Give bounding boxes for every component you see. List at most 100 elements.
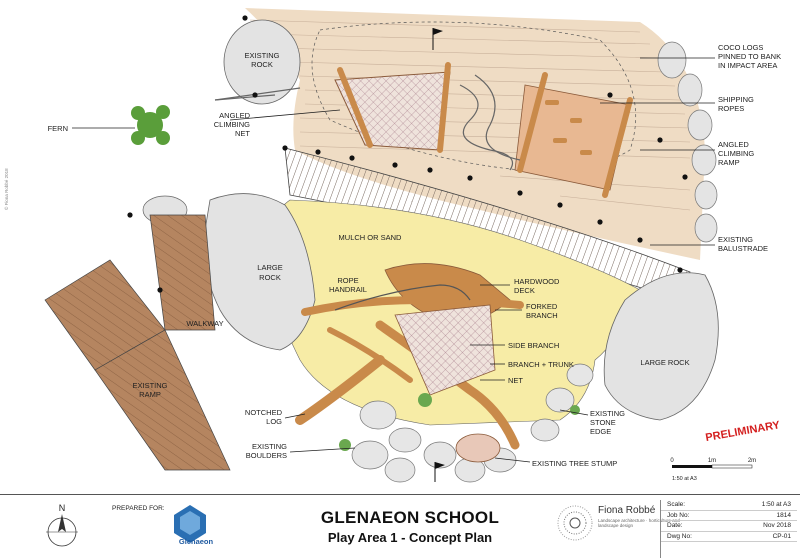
forked-branch (301, 295, 524, 316)
svg-text:EXISTING: EXISTING (590, 409, 625, 418)
meta-date: Date:Nov 2018 (661, 521, 797, 532)
svg-text:DECK: DECK (514, 286, 535, 295)
label-existing-rock-1: EXISTING (244, 51, 279, 60)
glenaeon-logo-icon (174, 505, 206, 543)
meta-dwg-no: Dwg No:CP-01 (661, 532, 797, 542)
meta-scale: Scale:1:50 at A3 (661, 500, 797, 511)
svg-text:BALUSTRADE: BALUSTRADE (718, 244, 768, 253)
side-branch (327, 327, 413, 383)
flag-top (432, 28, 443, 50)
school-name: GLENAEON SCHOOL (320, 508, 500, 527)
label-large-rock-left-2: ROCK (259, 273, 281, 282)
label-hardwood-deck: HARDWOOD DECK (480, 277, 560, 295)
svg-text:N: N (59, 503, 66, 513)
label-net: NET (480, 376, 523, 385)
flag-bottom (434, 462, 445, 482)
svg-text:0: 0 (670, 458, 674, 464)
notched-log (295, 355, 385, 425)
label-existing-boulders: EXISTING BOULDERS (246, 442, 356, 460)
branch-trunk (375, 320, 520, 450)
svg-text:CLIMBING: CLIMBING (214, 120, 250, 129)
label-existing-ramp-2: RAMP (139, 390, 161, 399)
designer-tagline: Landscape architecture · horticulture an… (598, 518, 680, 528)
svg-text:2m: 2m (748, 458, 756, 464)
preliminary-stamp: PRELIMINARY (705, 419, 782, 444)
svg-text:ANGLED: ANGLED (219, 111, 250, 120)
svg-text:ROPES: ROPES (718, 104, 744, 113)
svg-text:NOTCHED: NOTCHED (245, 408, 283, 417)
angled-climbing-ramp (514, 84, 631, 191)
svg-text:EXISTING: EXISTING (718, 235, 753, 244)
svg-text:HARDWOOD: HARDWOOD (514, 277, 560, 286)
svg-text:EXISTING TREE STUMP: EXISTING TREE STUMP (532, 459, 617, 468)
svg-text:STONE: STONE (590, 418, 616, 427)
label-angled-ramp: ANGLED CLIMBING RAMP (640, 140, 754, 167)
label-mulch: MULCH OR SAND (339, 233, 403, 242)
svg-text:1m: 1m (708, 458, 716, 464)
svg-text:COCO LOGS: COCO LOGS (718, 43, 763, 52)
svg-text:RAMP: RAMP (718, 158, 740, 167)
label-large-rock-right: LARGE ROCK (640, 358, 689, 367)
bank-area (245, 8, 705, 260)
svg-text:BRANCH + TRUNK: BRANCH + TRUNK (508, 360, 574, 369)
label-existing-tree-stump: EXISTING TREE STUMP (494, 457, 617, 468)
rope-handrail (334, 284, 471, 311)
label-fern: FERN (48, 124, 135, 133)
existing-boulders (351, 363, 594, 483)
label-side-branch: SIDE BRANCH (470, 341, 559, 350)
north-arrow-icon: N (46, 503, 78, 547)
label-rope-handrail-1: ROPE (337, 276, 358, 285)
right-boulder-edge (657, 41, 718, 243)
svg-text:LOG: LOG (266, 417, 282, 426)
svg-text:NET: NET (235, 129, 250, 138)
label-existing-stone-edge: EXISTING STONE EDGE (559, 409, 625, 436)
large-rock-left (203, 193, 316, 351)
label-existing-rock-2: ROCK (251, 60, 273, 69)
post-dots (127, 15, 688, 293)
label-large-rock-left-1: LARGE (257, 263, 282, 272)
glenaeon-logo-text: Glenaeon (178, 537, 214, 546)
prepared-for-label: PREPARED FOR: (112, 505, 165, 512)
label-forked-branch: FORKED BRANCH (495, 302, 558, 320)
designer-logo-icon (557, 505, 593, 541)
svg-text:CLIMBING: CLIMBING (718, 149, 754, 158)
label-branch-trunk: BRANCH + TRUNK (490, 360, 574, 369)
title-block (0, 494, 800, 560)
copyright-note: © Fiona Robbé 2018 (4, 168, 9, 210)
svg-text:BOULDERS: BOULDERS (246, 451, 287, 460)
svg-text:FORKED: FORKED (526, 302, 558, 311)
label-angled-net: ANGLED CLIMBING NET (214, 109, 341, 138)
svg-text:SHIPPING: SHIPPING (718, 95, 754, 104)
designer-name: Fiona Robbé (598, 505, 656, 516)
label-walkway: WALKWAY (186, 319, 223, 328)
svg-text:FERN: FERN (48, 124, 68, 133)
svg-text:SIDE BRANCH: SIDE BRANCH (508, 341, 559, 350)
drawing-title: GLENAEON SCHOOL Play Area 1 - Concept Pl… (300, 508, 520, 545)
label-notched-log: NOTCHED LOG (245, 408, 306, 426)
svg-text:BRANCH: BRANCH (526, 311, 558, 320)
svg-text:IN IMPACT AREA: IN IMPACT AREA (718, 61, 777, 70)
meta-job-no: Job No:1814 (661, 511, 797, 521)
large-rock-right (603, 272, 719, 421)
climbing-net-center (394, 304, 496, 396)
label-existing-ramp-1: EXISTING (132, 381, 167, 390)
existing-rock (223, 19, 301, 105)
svg-text:ANGLED: ANGLED (718, 140, 749, 149)
existing-tree-stump (455, 433, 501, 463)
fern-plant (131, 105, 170, 145)
label-existing-balustrade: EXISTING BALUSTRADE (650, 235, 768, 253)
svg-text:PINNED TO BANK: PINNED TO BANK (718, 52, 781, 61)
label-shipping-ropes: SHIPPING ROPES (600, 95, 754, 113)
label-coco-logs: COCO LOGS PINNED TO BANK IN IMPACT AREA (640, 43, 781, 70)
walkway-upper (149, 214, 216, 331)
drawing-metadata: Scale:1:50 at A3 Job No:1814 Date:Nov 20… (660, 500, 797, 558)
svg-text:1:50 at A3: 1:50 at A3 (672, 476, 697, 482)
existing-ramp (94, 329, 231, 471)
svg-text:NET: NET (508, 376, 523, 385)
scale-bar: 0 1m 2m 1:50 at A3 (670, 458, 756, 482)
svg-text:EXISTING: EXISTING (252, 442, 287, 451)
svg-text:EDGE: EDGE (590, 427, 611, 436)
label-rope-handrail-2: HANDRAIL (329, 285, 367, 294)
drawing-subtitle: Play Area 1 - Concept Plan (327, 530, 493, 545)
